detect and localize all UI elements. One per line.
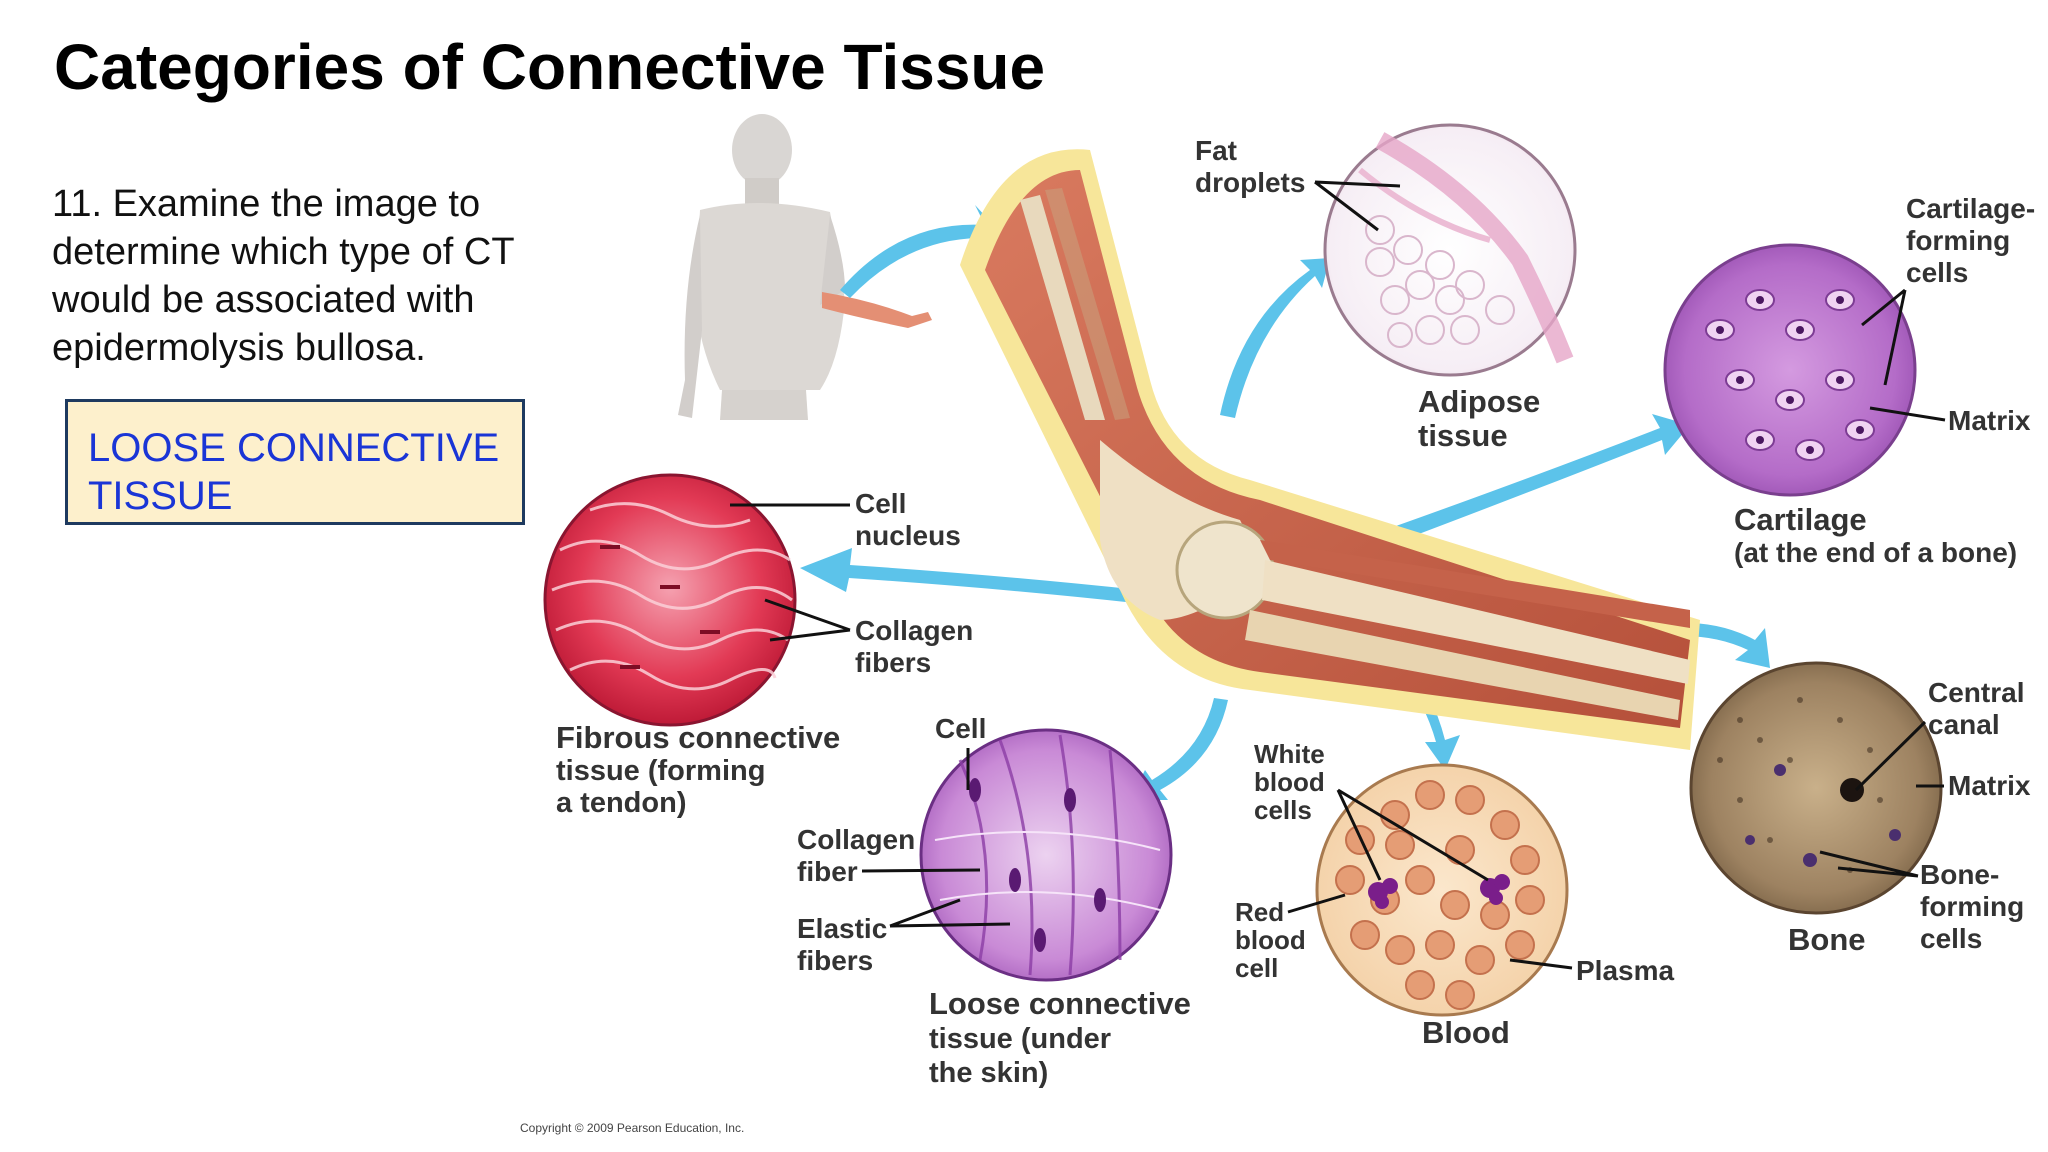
cartilage-matrix-callout bbox=[1869, 406, 1946, 422]
bone-micrograph bbox=[1689, 661, 1943, 915]
blood-micrograph bbox=[1315, 763, 1569, 1017]
answer-box: LOOSE CONNECTIVE TISSUE bbox=[65, 399, 525, 525]
bone-forming-cells-callout bbox=[1819, 850, 1919, 878]
collagen-fibers-callout bbox=[764, 598, 851, 642]
adipose-tissue-micrograph bbox=[1323, 123, 1577, 377]
cartilage-matrix-label: Matrix bbox=[1948, 405, 2031, 436]
loose-cell-label: Cell bbox=[935, 713, 986, 744]
plasma-label: Plasma bbox=[1576, 955, 1674, 986]
plasma-callout bbox=[1509, 958, 1573, 970]
bone-label: Bone bbox=[1788, 922, 1866, 957]
cartilage-label: Cartilage(at the end of a bone) bbox=[1734, 502, 2017, 568]
cartilage-cells-callout bbox=[1861, 288, 1907, 386]
white-blood-cells-callout bbox=[1336, 788, 1489, 882]
elastic-fibers-callout bbox=[889, 898, 1011, 928]
cartilage-micrograph bbox=[1663, 243, 1917, 497]
fat-droplets-callout bbox=[1314, 180, 1401, 232]
slide-title: Categories of Connective Tissue bbox=[54, 31, 1046, 103]
answer-text: LOOSE CONNECTIVE TISSUE bbox=[88, 426, 500, 518]
arm-cross-section bbox=[960, 149, 1700, 750]
question-text: 11. Examine the image to determine which… bbox=[52, 183, 514, 369]
fibrous-tissue-micrograph bbox=[543, 473, 797, 727]
red-blood-cell-callout bbox=[1287, 893, 1346, 914]
human-figure bbox=[678, 114, 932, 420]
bone-matrix-label: Matrix bbox=[1948, 770, 2031, 801]
copyright-text: Copyright © 2009 Pearson Education, Inc. bbox=[520, 1121, 744, 1135]
blood-label: Blood bbox=[1422, 1015, 1510, 1050]
loose-tissue-micrograph bbox=[919, 728, 1173, 982]
collagen-fiber-callout bbox=[861, 868, 981, 873]
central-canal-callout bbox=[1854, 720, 1927, 792]
